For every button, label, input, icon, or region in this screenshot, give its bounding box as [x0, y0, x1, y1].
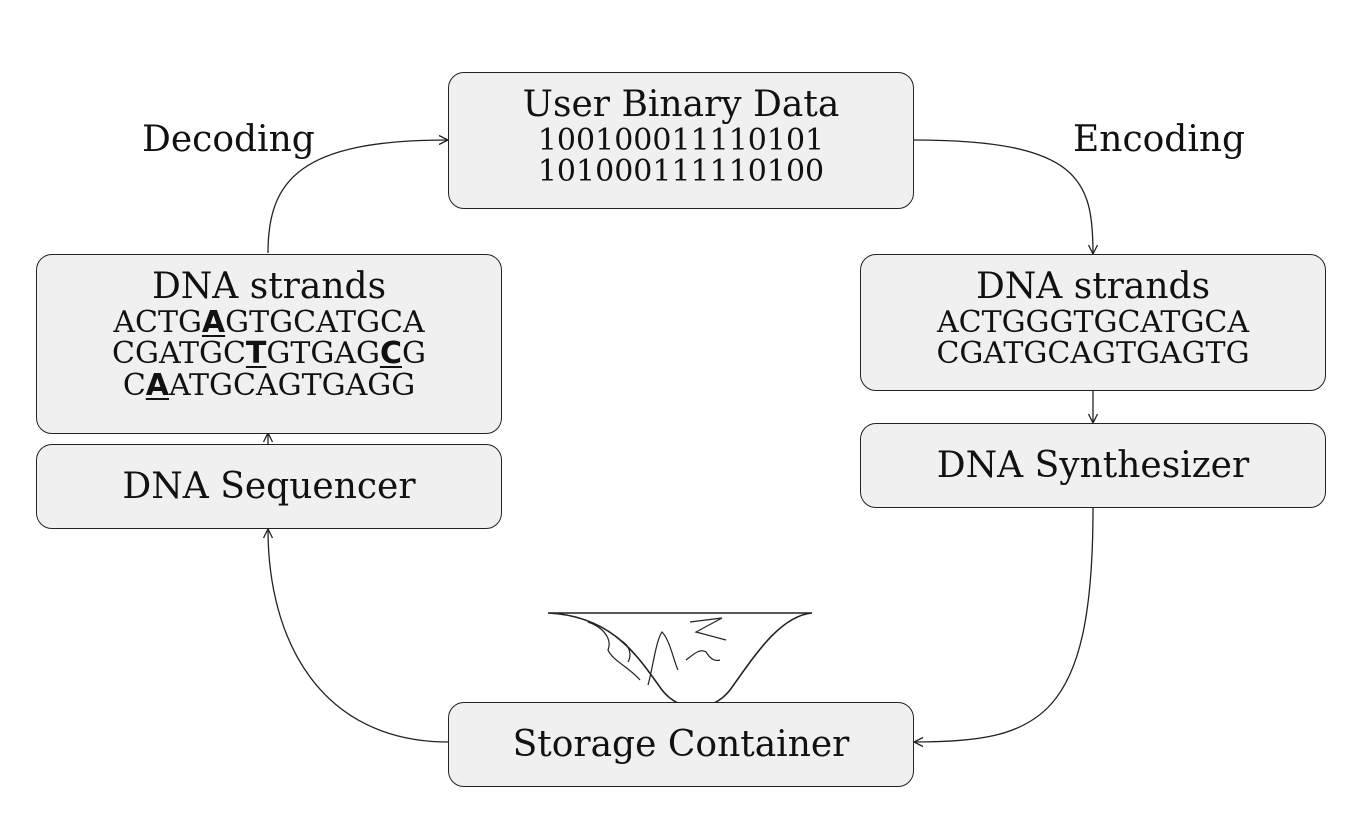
decoding-arrow [267, 134, 450, 254]
user-binary-data-box: User Binary Data 100100011110101 1010001… [448, 72, 914, 209]
substitution-error: T [245, 336, 267, 372]
user-data-title: User Binary Data [522, 84, 840, 125]
decoding-label: Decoding [142, 119, 315, 160]
sequenced-strand-3: CAATGCAGTGAGG [122, 367, 416, 403]
dna-synthesizer-box: DNA Synthesizer [860, 423, 1326, 508]
substitution-error: A [145, 367, 170, 403]
dna-sequencer-box: DNA Sequencer [36, 444, 502, 529]
storage-to-sequencer-arrow [262, 527, 450, 743]
encoding-label: Encoding [1073, 119, 1246, 160]
binary-line-2: 101000111110100 [537, 154, 825, 190]
storage-container-box: Storage Container [448, 702, 914, 787]
sequenced-strand-2: CGATGCTGTGAGCG [112, 336, 426, 372]
sequencer-label: DNA Sequencer [122, 465, 416, 507]
encoded-strand-1: ACTGGGTGCATGCA [936, 304, 1250, 340]
sequenced-strands-title: DNA strands [151, 266, 387, 307]
encoded-strands-title: DNA strands [975, 266, 1211, 307]
substitution-error: C [379, 336, 402, 372]
sequenced-strand-1: ACTGAGTGCATGCA [113, 304, 425, 340]
encoding-arrow [912, 139, 1099, 256]
storage-label: Storage Container [512, 723, 850, 765]
synthesizer-label: DNA Synthesizer [936, 444, 1250, 486]
substitution-error: A [201, 304, 226, 340]
storage-bowl-icon [547, 612, 813, 709]
encoded-dna-strands-box: DNA strands ACTGGGTGCATGCA CGATGCAGTGAGT… [860, 254, 1326, 391]
sequenced-dna-strands-box: DNA strands ACTGAGTGCATGCA CGATGCTGTGAGC… [36, 254, 502, 434]
encoded-strand-2: CGATGCAGTGAGTG [936, 336, 1250, 372]
binary-line-1: 100100011110101 [537, 122, 825, 158]
synthesizer-to-storage-arrow [912, 507, 1094, 748]
